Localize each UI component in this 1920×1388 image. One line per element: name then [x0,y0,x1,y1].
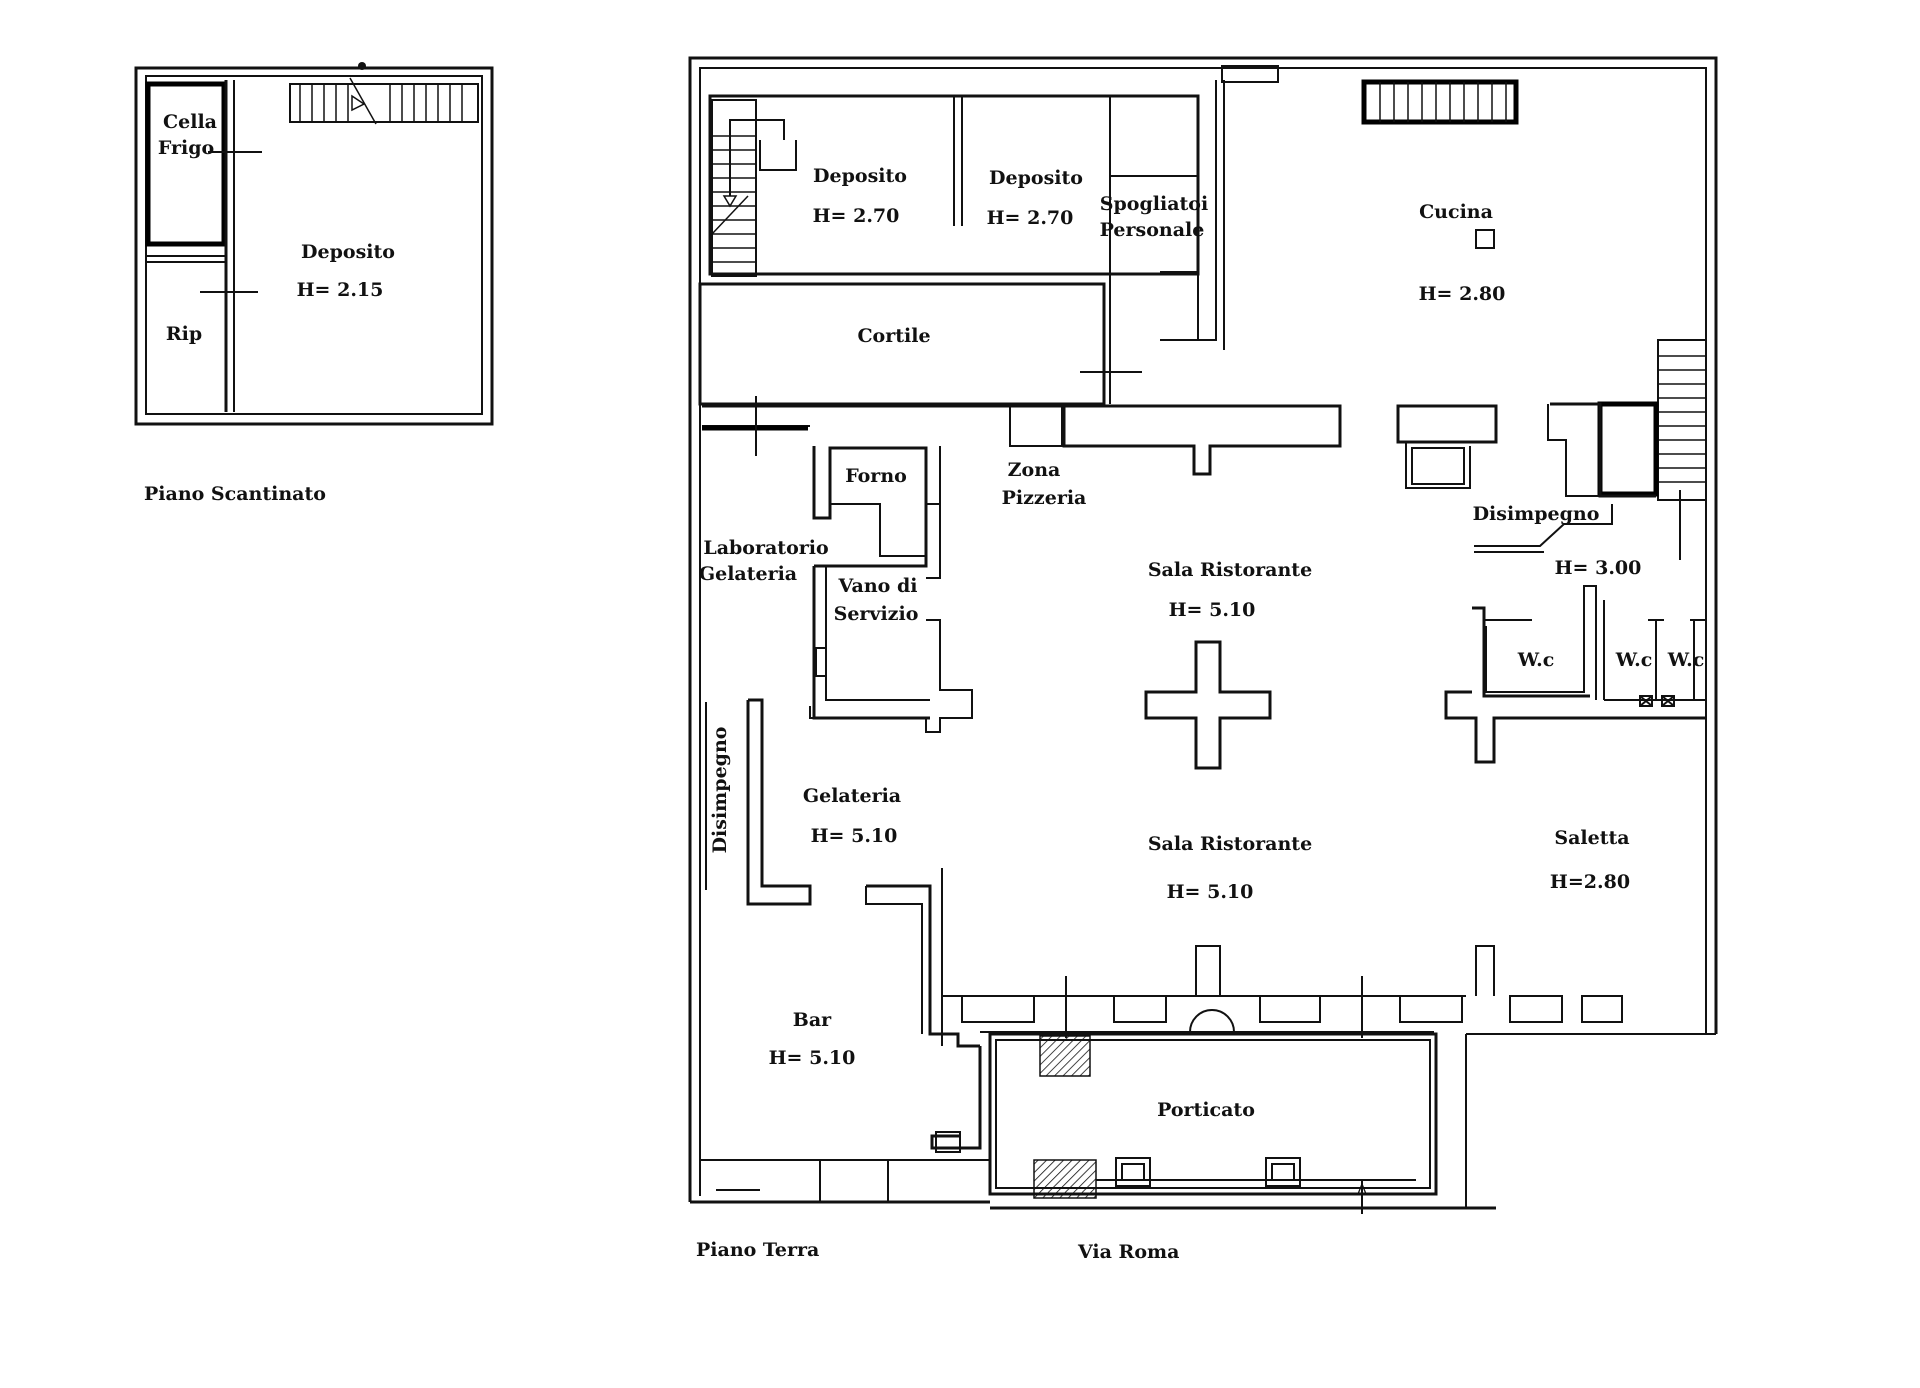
room-label-frigo: Frigo [158,137,214,159]
room-label-disimpegno-left: Disimpegno [709,727,731,854]
room-height-gelateria: H= 5.10 [811,825,898,847]
room-label-gelateria: Gelateria [803,785,901,807]
ground-floor-caption: Piano Terra [696,1239,819,1261]
room-label-cucina: Cucina [1419,201,1493,223]
room-label-wc-3: W.c [1667,649,1705,671]
kitchen-stairs-top [1361,79,1519,125]
room-label-rip: Rip [166,323,202,345]
room-label-lab-gelateria: Gelateria [699,563,797,585]
room-label-servizio: Servizio [834,603,919,625]
room-height-deposito-basement: H= 2.15 [297,279,384,301]
room-label-forno: Forno [845,465,907,487]
room-height-sala-ristorante-1: H= 5.10 [1169,599,1256,621]
cella-frigo-room [145,81,227,247]
room-label-deposito-basement: Deposito [301,241,395,263]
room-label-saletta: Saletta [1554,827,1629,849]
pillar-cross [1144,640,1272,770]
room-label-cortile: Cortile [857,325,930,347]
room-label-bar: Bar [793,1009,832,1031]
front-piers [961,945,1623,1038]
basement-plan: Cella Frigo Deposito H= 2.15 Rip Piano S… [134,62,494,505]
room-height-deposito-1: H= 2.70 [813,205,900,227]
room-label-cella: Cella [163,111,217,133]
room-label-deposito-1: Deposito [813,165,907,187]
room-label-sala-ristorante-2: Sala Ristorante [1148,833,1312,855]
wc-block [1444,585,1706,764]
room-label-wc-1: W.c [1517,649,1555,671]
room-label-spogliatoi: Spogliatoi [1100,193,1208,215]
room-height-cucina: H= 2.80 [1419,283,1506,305]
room-label-laboratorio: Laboratorio [703,537,828,559]
room-label-disimpegno-right: Disimpegno [1473,503,1600,525]
room-label-pizzeria: Pizzeria [1002,487,1087,509]
room-height-sala-ristorante-2: H= 5.10 [1167,881,1254,903]
room-height-saletta: H=2.80 [1550,871,1630,893]
room-label-sala-ristorante-1: Sala Ristorante [1148,559,1312,581]
room-label-zona: Zona [1008,459,1061,481]
room-label-deposito-2: Deposito [989,167,1083,189]
room-label-vano-di: Vano di [838,575,918,597]
room-height-deposito-2: H= 2.70 [987,207,1074,229]
room-label-porticato: Porticato [1157,1099,1255,1121]
room-height-bar: H= 5.10 [769,1047,856,1069]
basement-caption: Piano Scantinato [144,483,326,505]
right-stairs [1597,339,1707,560]
room-label-personale: Personale [1100,219,1205,241]
basement-stairs [289,62,479,125]
porticato-area [988,1032,1438,1214]
forno-block [812,446,941,579]
room-label-wc-2: W.c [1615,649,1653,671]
room-height-disimpegno-right: H= 3.00 [1555,557,1642,579]
street-label: Via Roma [1077,1241,1179,1263]
ground-floor-plan: Deposito H= 2.70 Deposito H= 2.70 Spogli… [688,56,1718,1263]
ground-stairs-left [711,99,797,277]
